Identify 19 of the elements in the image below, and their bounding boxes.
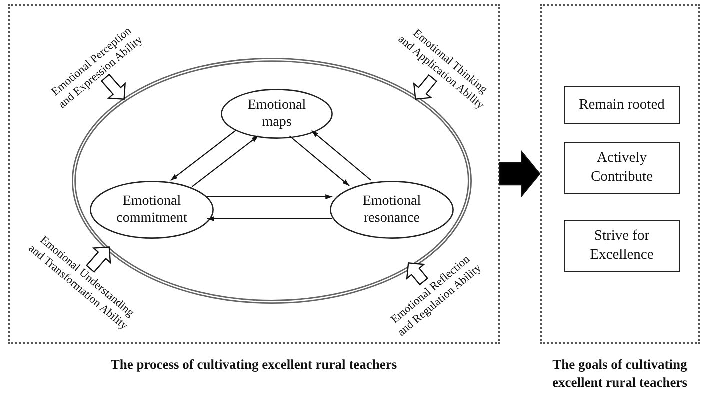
arrow bbox=[289, 136, 350, 186]
goal-box: Actively Contribute bbox=[564, 142, 680, 194]
hollow-arrow bbox=[413, 74, 438, 100]
arrow bbox=[207, 216, 333, 222]
block-arrow bbox=[499, 150, 541, 198]
panel-caption: The process of cultivating excellent rural teachers bbox=[110, 356, 398, 374]
oval-node: Emotional maps bbox=[221, 89, 333, 139]
panel-caption: The goals of cultivating excellent rural teachers bbox=[552, 356, 688, 392]
arrow bbox=[170, 130, 237, 182]
oval-node: Emotional commitment bbox=[90, 181, 214, 239]
goal-box: Remain rooted bbox=[564, 86, 680, 124]
hollow-arrow bbox=[406, 262, 429, 286]
arrow bbox=[311, 130, 372, 181]
hollow-arrow bbox=[100, 74, 126, 100]
arrow bbox=[192, 135, 259, 188]
oval-node: Emotional resonance bbox=[330, 181, 454, 239]
goal-box: Strive for Excellence bbox=[564, 220, 680, 272]
arrow bbox=[207, 194, 333, 200]
hollow-arrow bbox=[86, 246, 112, 274]
